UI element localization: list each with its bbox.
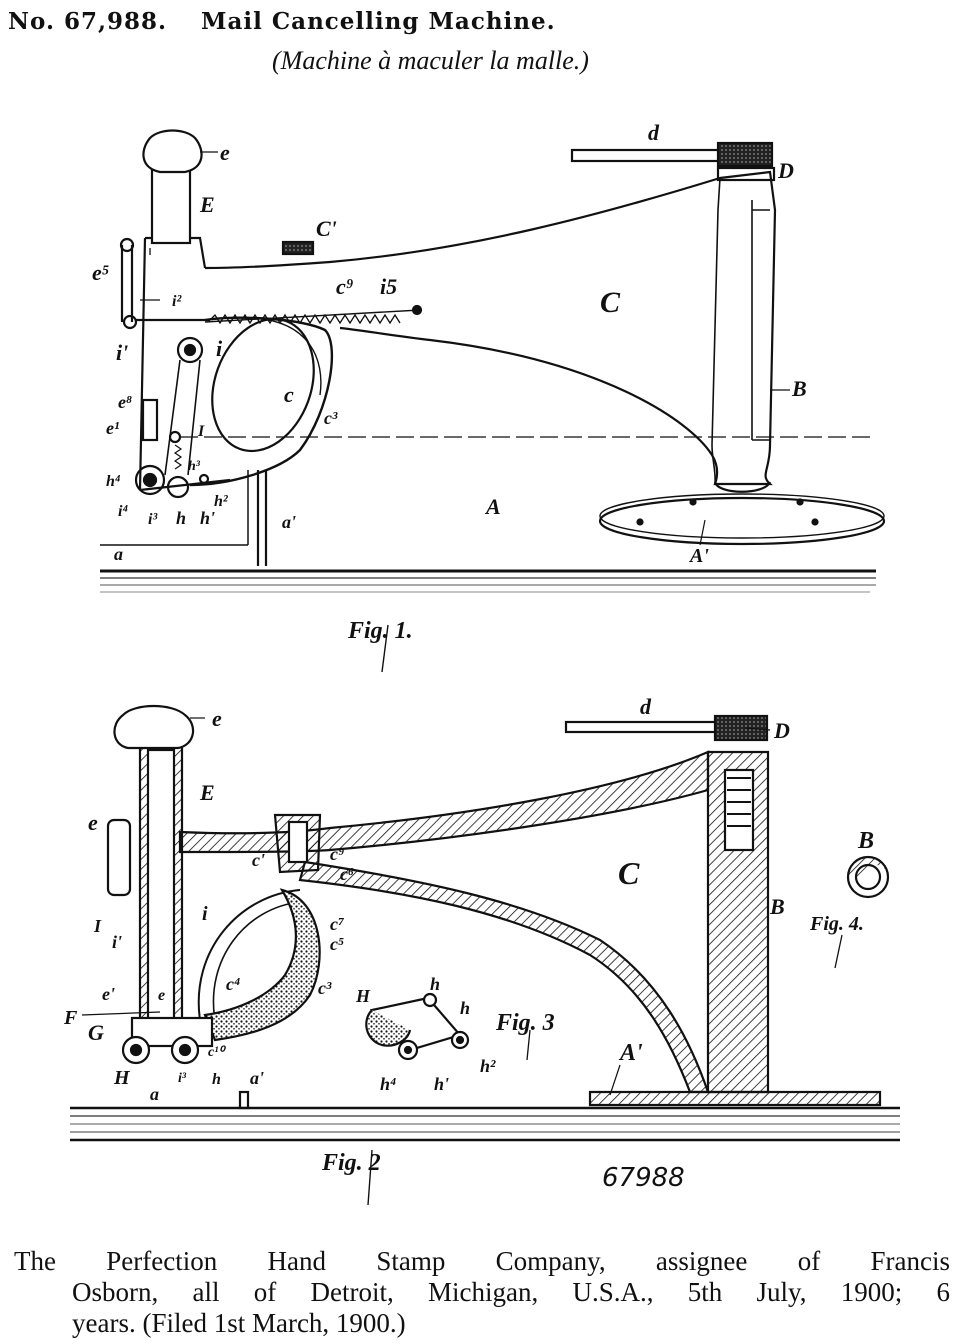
part-label: c⁶ (340, 864, 354, 884)
part-label: e⁵ (92, 260, 109, 285)
part-label: h (460, 998, 470, 1018)
part-label: H (113, 1067, 131, 1089)
part-label: c⁷ (330, 914, 345, 934)
part-label: c⁵ (330, 934, 344, 954)
part-label: e (88, 810, 98, 835)
part-label: h' (200, 508, 215, 528)
part-label: i (202, 903, 208, 925)
part-label: e (212, 706, 222, 731)
figure-3-label: Fig. 3 (495, 1010, 555, 1036)
part-label: F (63, 1007, 78, 1029)
part-label: i² (172, 293, 182, 310)
part-label: a (114, 544, 123, 564)
part-label: c⁴ (226, 974, 240, 994)
part-label: d (640, 694, 652, 719)
part-label: h² (480, 1056, 496, 1076)
figure-1: Fig. 1. (100, 131, 884, 673)
part-label: c (284, 382, 294, 407)
caption-line-3: years. (Filed 1st March, 1900.) (14, 1308, 950, 1339)
part-label: a' (282, 512, 296, 532)
part-label: h (212, 1071, 221, 1088)
part-label: D (777, 158, 794, 183)
part-label: I (197, 423, 205, 440)
part-label: e (158, 987, 165, 1004)
part-label: i (216, 336, 223, 361)
part-label: e' (102, 984, 115, 1004)
part-label: h (430, 974, 440, 994)
part-label: C (618, 855, 640, 891)
figure-2: Fig. 2 Fig. 3 Fig. 4. (70, 706, 900, 1205)
figure-1-label: Fig. 1. (347, 618, 413, 644)
part-label: a' (250, 1068, 264, 1088)
part-label: A' (618, 1040, 643, 1066)
part-label: c⁹ (330, 844, 344, 864)
part-label: C' (316, 216, 337, 241)
handwritten-number: 67988 (602, 1163, 685, 1193)
part-label: I (93, 916, 102, 936)
part-label: e (220, 140, 230, 165)
caption-line-2: Osborn, all of Detroit, Michigan, U.S.A.… (14, 1277, 950, 1308)
part-label: h⁴ (380, 1074, 396, 1094)
figure-2-label: Fig. 2 (321, 1150, 381, 1176)
part-label: G (88, 1020, 104, 1045)
part-label: h² (214, 493, 229, 510)
part-label: E (199, 780, 215, 805)
part-label: E (199, 192, 215, 217)
part-label: h³ (188, 459, 201, 474)
part-label: a (150, 1084, 159, 1104)
caption-line-1: The Perfection Hand Stamp Company, assig… (14, 1246, 950, 1277)
part-label: i³ (178, 1071, 187, 1086)
part-label: B (791, 376, 807, 401)
part-label: c⁹ (336, 274, 354, 299)
part-label: c³ (324, 408, 338, 428)
part-label: i' (112, 932, 122, 952)
part-label: c¹⁰ (208, 1045, 226, 1060)
figure-4-label: Fig. 4. (809, 913, 864, 935)
part-label: h⁴ (106, 473, 121, 490)
part-label: c' (252, 850, 265, 870)
part-label: d (648, 120, 660, 145)
part-label: i⁴ (118, 503, 128, 520)
part-label: i5 (380, 274, 397, 299)
part-label: h' (434, 1074, 449, 1094)
part-label: c³ (318, 978, 332, 998)
part-label: C (600, 286, 621, 319)
part-label: i' (116, 340, 128, 365)
part-label: B (857, 828, 874, 854)
part-label: A (484, 494, 501, 519)
part-label: h (176, 508, 186, 528)
part-label: e¹ (106, 418, 119, 438)
part-label: i³ (148, 511, 157, 528)
part-label: e⁸ (118, 392, 132, 412)
part-label: A' (688, 545, 709, 567)
part-label: H (355, 986, 371, 1006)
part-label: B (769, 894, 785, 919)
caption: The Perfection Hand Stamp Company, assig… (14, 1246, 950, 1339)
part-label: D (773, 718, 790, 743)
